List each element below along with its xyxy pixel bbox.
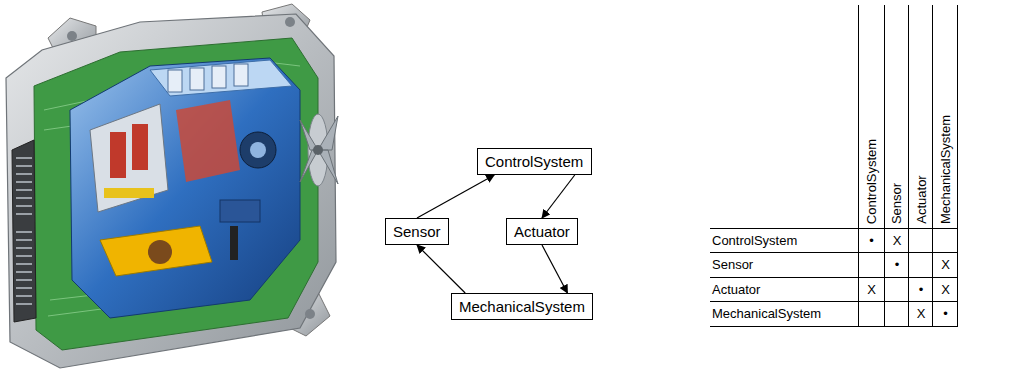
- table-cell: •: [933, 301, 958, 326]
- table-cell: X: [885, 228, 909, 252]
- column-header: Sensor: [890, 183, 905, 224]
- flow-arrow: [542, 175, 575, 218]
- box-label: Actuator: [514, 223, 570, 240]
- column-header: Actuator: [914, 176, 929, 224]
- flow-arrow: [417, 175, 494, 218]
- matrix-entry: •: [919, 282, 924, 297]
- connector-pins: [12, 140, 36, 322]
- box-label: ControlSystem: [485, 153, 583, 170]
- matrix-entry: X: [893, 233, 902, 248]
- engine-fan: [300, 114, 338, 186]
- table-cell: ControlSystem: [858, 5, 885, 228]
- table-cell: ControlSystem: [712, 228, 856, 252]
- matrix-entry: X: [917, 306, 926, 321]
- row-header: Actuator: [712, 282, 760, 297]
- table-cell: •: [909, 277, 933, 301]
- table-cell: Actuator: [712, 277, 856, 301]
- system-box: ControlSystem: [477, 148, 592, 175]
- system-box: Sensor: [385, 218, 449, 245]
- table-cell: Sensor: [885, 5, 909, 228]
- box-label: MechanicalSystem: [459, 298, 585, 315]
- system-box: Actuator: [506, 218, 578, 245]
- matrix-entry: X: [867, 282, 876, 297]
- matrix-entry: •: [943, 306, 948, 321]
- table-grid: [710, 5, 958, 327]
- table-cell: X: [858, 277, 885, 301]
- engine-cutaway: [70, 58, 300, 318]
- table-cell: X: [933, 252, 958, 277]
- table-cell: X: [909, 301, 933, 326]
- matrix-entry: •: [869, 233, 874, 248]
- system-box: MechanicalSystem: [451, 293, 593, 320]
- matrix-entry: •: [895, 257, 900, 272]
- table-cell: MechanicalSystem: [712, 301, 856, 326]
- table-cell: MechanicalSystem: [933, 5, 958, 228]
- table-cell: •: [858, 228, 885, 252]
- flow-arrow: [542, 245, 567, 293]
- column-header: ControlSystem: [864, 139, 879, 224]
- table-cell: Actuator: [909, 5, 933, 228]
- box-label: Sensor: [393, 223, 441, 240]
- flow-arrow: [417, 245, 465, 293]
- table-cell: Sensor: [712, 252, 856, 277]
- ecu-housing: [6, 4, 336, 368]
- matrix-entry: X: [941, 257, 950, 272]
- table-cell: X: [933, 277, 958, 301]
- column-header: MechanicalSystem: [938, 115, 953, 224]
- table-cell: •: [885, 252, 909, 277]
- row-header: ControlSystem: [712, 233, 797, 248]
- row-header: MechanicalSystem: [712, 306, 821, 321]
- row-header: Sensor: [712, 257, 753, 272]
- matrix-entry: X: [941, 282, 950, 297]
- circuit-board: [34, 38, 318, 350]
